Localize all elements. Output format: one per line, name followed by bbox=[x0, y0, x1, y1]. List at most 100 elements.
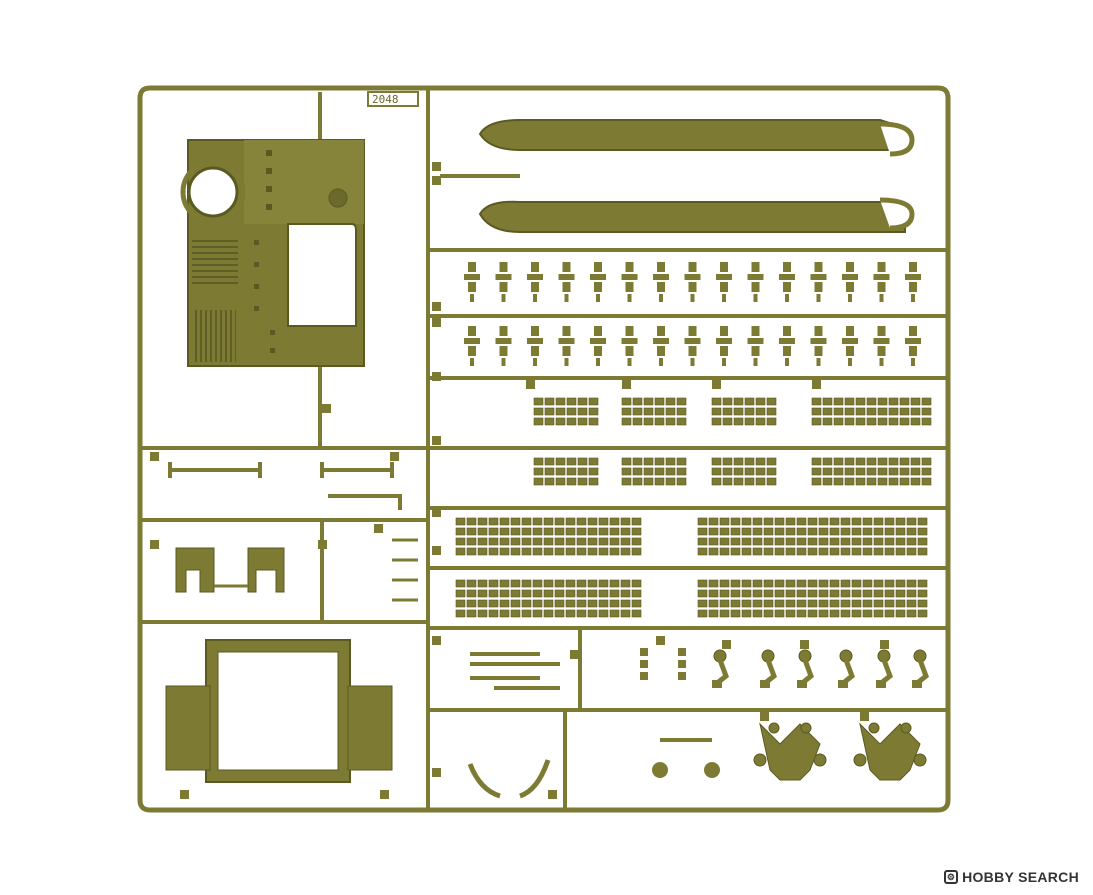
sprue-tab bbox=[432, 162, 441, 171]
small-part bbox=[495, 262, 512, 302]
hull-side-panel bbox=[180, 139, 365, 367]
small-part bbox=[779, 326, 795, 366]
suspension-arm bbox=[760, 649, 777, 688]
sprue-tab bbox=[432, 176, 441, 185]
small-part bbox=[527, 326, 543, 366]
small-part bbox=[716, 326, 732, 366]
small-link bbox=[678, 648, 686, 680]
sprue-tab bbox=[760, 712, 769, 721]
sprue-tabs bbox=[150, 162, 889, 799]
track-links bbox=[455, 579, 642, 618]
sprue-tab bbox=[322, 404, 331, 413]
sprue-tab bbox=[318, 540, 327, 549]
small-part bbox=[779, 262, 795, 302]
sprue-tab bbox=[390, 452, 399, 461]
track-links bbox=[455, 517, 642, 556]
sprue-tab bbox=[432, 318, 441, 327]
hatch-frame bbox=[165, 639, 393, 783]
sprue-code-label: 2048 bbox=[372, 93, 399, 106]
small-part bbox=[747, 326, 764, 366]
track-links bbox=[533, 397, 599, 426]
track-links bbox=[697, 517, 928, 556]
rods bbox=[470, 652, 560, 690]
suspension-arm bbox=[797, 649, 814, 688]
track-links bbox=[533, 457, 599, 486]
small-part bbox=[590, 326, 606, 366]
small-part bbox=[716, 262, 732, 302]
sprue-frame bbox=[137, 85, 951, 813]
track-links bbox=[711, 397, 777, 426]
small-part bbox=[653, 262, 669, 302]
sprue-tab bbox=[712, 380, 721, 389]
watermark-text: HOBBY SEARCH bbox=[962, 869, 1079, 885]
sprue-tab bbox=[432, 768, 441, 777]
small-part bbox=[558, 262, 575, 302]
sprue-tab bbox=[180, 790, 189, 799]
sprue-tab bbox=[526, 380, 535, 389]
sprue-tab bbox=[860, 712, 869, 721]
small-part bbox=[873, 326, 890, 366]
small-part bbox=[905, 326, 921, 366]
track-links bbox=[621, 397, 687, 426]
track-link-blocks bbox=[455, 397, 932, 618]
small-part bbox=[621, 326, 638, 366]
small-part bbox=[684, 326, 701, 366]
suspension-arm bbox=[876, 649, 893, 688]
small-parts-row-1 bbox=[464, 262, 921, 302]
bogie-assembly-2 bbox=[853, 722, 927, 781]
sprue-tab bbox=[374, 524, 383, 533]
small-part bbox=[842, 262, 858, 302]
sprue-tab bbox=[432, 636, 441, 645]
small-part bbox=[747, 262, 764, 302]
track-links bbox=[811, 457, 932, 486]
track-links bbox=[711, 457, 777, 486]
small-part bbox=[810, 326, 827, 366]
small-part bbox=[810, 262, 827, 302]
small-part bbox=[464, 262, 480, 302]
sprue-tab bbox=[432, 436, 441, 445]
suspension-arm bbox=[712, 649, 729, 688]
small-part bbox=[653, 326, 669, 366]
small-part bbox=[842, 326, 858, 366]
small-part bbox=[527, 262, 543, 302]
sprue-tab bbox=[800, 640, 809, 649]
armor-brackets bbox=[175, 547, 285, 593]
sprue-tab bbox=[722, 640, 731, 649]
suspension-arm bbox=[838, 649, 855, 688]
track-links bbox=[811, 397, 932, 426]
track-guard-lower bbox=[478, 197, 915, 233]
sprue-tab bbox=[380, 790, 389, 799]
small-pins bbox=[392, 538, 418, 602]
sprue-tab bbox=[150, 452, 159, 461]
sprue-tab bbox=[432, 546, 441, 555]
small-part bbox=[464, 326, 480, 366]
track-guard-upper bbox=[478, 119, 915, 157]
curved-brackets bbox=[467, 759, 551, 799]
bogie-assembly-1 bbox=[753, 722, 827, 781]
small-part bbox=[621, 262, 638, 302]
small-link bbox=[640, 648, 648, 680]
sprue-tab bbox=[880, 640, 889, 649]
sprue-tab bbox=[548, 790, 557, 799]
sprue-tab bbox=[150, 540, 159, 549]
sprue-tab bbox=[570, 650, 579, 659]
small-part bbox=[684, 262, 701, 302]
sprue-tab bbox=[812, 380, 821, 389]
sprue-tab bbox=[432, 372, 441, 381]
sprue-tab bbox=[432, 302, 441, 311]
small-part bbox=[873, 262, 890, 302]
hobby-search-logo-icon: ⚙ bbox=[944, 870, 959, 884]
small-part bbox=[558, 326, 575, 366]
track-links bbox=[621, 457, 687, 486]
sprue-runners bbox=[142, 90, 946, 808]
small-part bbox=[495, 326, 512, 366]
watermark: ⚙ HOBBY SEARCH bbox=[944, 869, 1079, 885]
sprue-tab bbox=[656, 636, 665, 645]
suspension-arms bbox=[640, 648, 929, 688]
handrail-parts bbox=[168, 462, 402, 510]
small-parts-row-2 bbox=[464, 326, 921, 366]
track-links bbox=[697, 579, 928, 618]
small-part bbox=[905, 262, 921, 302]
sprue-tab bbox=[622, 380, 631, 389]
